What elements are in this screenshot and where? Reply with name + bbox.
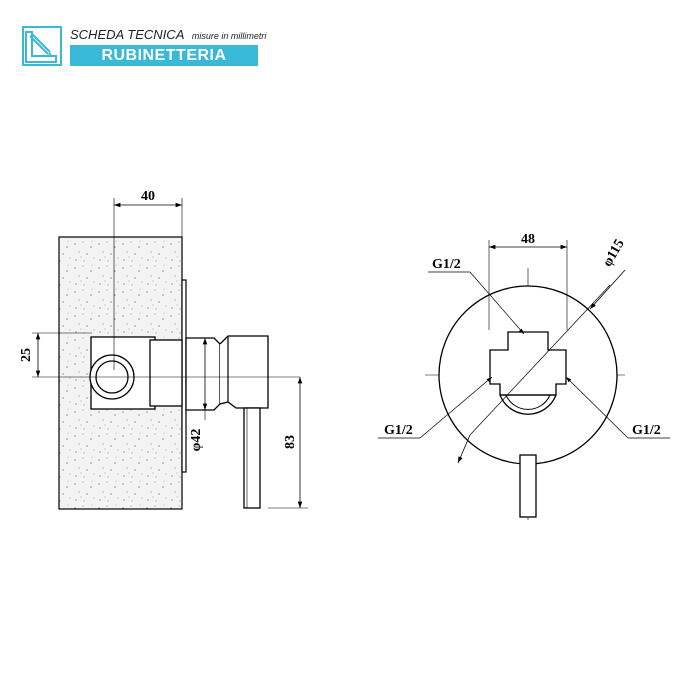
- page-title: SCHEDA TECNICA: [70, 27, 185, 42]
- side-view: [32, 198, 308, 510]
- lever-handle: [243, 407, 261, 509]
- lever-front: [519, 454, 537, 518]
- thread-label-right: G1/2: [632, 423, 661, 438]
- dim-width-48: 48: [521, 232, 535, 247]
- dim-width-40: 40: [141, 189, 155, 204]
- dim-height-83: 83: [283, 435, 298, 449]
- thread-label-top: G1/2: [432, 257, 461, 272]
- dim-offset-25: 25: [19, 348, 34, 362]
- header: SCHEDA TECNICA misure in millimetri RUBI…: [22, 26, 266, 70]
- dim-diameter-42: φ42: [189, 429, 204, 452]
- dim-diameter-115: φ115: [600, 237, 627, 270]
- page-subtitle: misure in millimetri: [191, 31, 267, 41]
- handle-body: [185, 337, 221, 411]
- thread-label-left: G1/2: [384, 423, 413, 438]
- title-line: SCHEDA TECNICA misure in millimetri: [70, 26, 266, 42]
- ruler-pencil-icon: [22, 26, 62, 66]
- category-banner: RUBINETTERIA: [70, 45, 258, 66]
- front-view: [378, 240, 670, 520]
